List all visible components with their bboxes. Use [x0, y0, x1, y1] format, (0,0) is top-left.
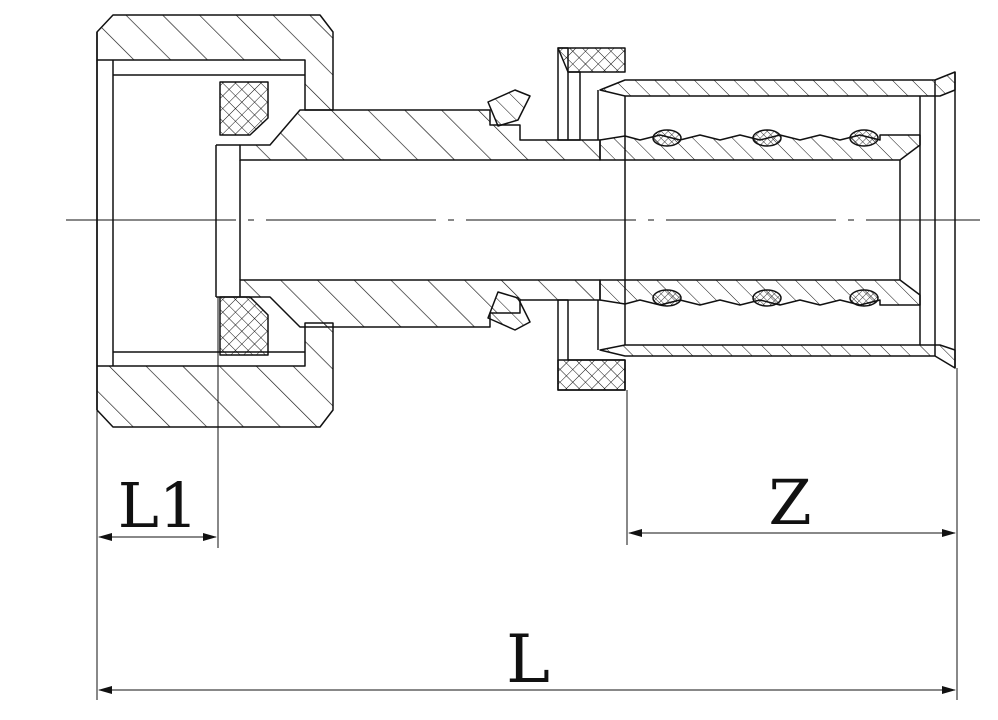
sleeve-lower-section: [599, 344, 956, 369]
o-ring-lower-3: [849, 289, 879, 307]
nut-lower-section: [96, 322, 334, 428]
o-ring-upper-2: [752, 129, 782, 147]
o-ring-lower-1: [652, 289, 682, 307]
nut-upper-section: [96, 14, 334, 111]
snap-ring-upper: [487, 89, 531, 127]
dim-label-l: L: [506, 621, 550, 698]
body-upper-section: [239, 109, 601, 161]
dim-label-z: Z: [768, 466, 811, 539]
body-lower-section: [239, 279, 601, 328]
dim-label-l1: L1: [118, 469, 199, 542]
snap-ring-lower: [487, 291, 531, 331]
o-ring-upper-1: [652, 129, 682, 147]
collar-lower: [557, 299, 626, 391]
o-ring-lower-2: [752, 289, 782, 307]
seal-ring-upper: [219, 81, 269, 136]
sleeve-upper-section: [599, 71, 956, 97]
collar-upper: [557, 47, 626, 141]
seal-ring-lower: [219, 296, 269, 356]
o-ring-upper-3: [849, 129, 879, 147]
